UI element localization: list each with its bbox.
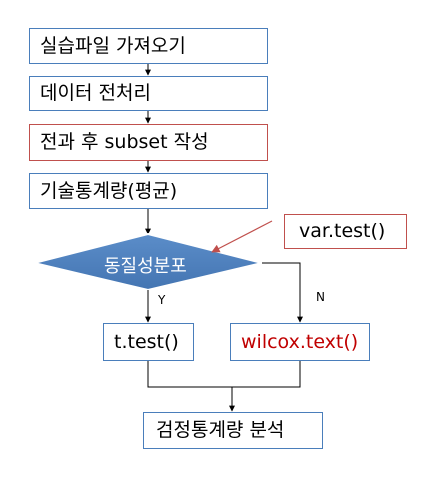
- result-wilcox-label: wilcox.text(): [241, 330, 359, 353]
- step-subset: 전과 후 subset 작성: [29, 124, 268, 161]
- step-preprocess-label: 데이터 전처리: [40, 82, 151, 104]
- final-test-statistic-label: 검정통계량 분석: [156, 419, 285, 441]
- result-t-test: t.test(): [103, 323, 194, 361]
- connector-yes-merge: [147, 361, 232, 388]
- yes-branch-label: Y: [158, 293, 166, 307]
- connector-no-merge: [232, 361, 301, 388]
- annotation-var-test: var.test(): [284, 214, 407, 249]
- no-branch-label: N: [316, 290, 325, 304]
- annotation-var-test-label: var.test(): [299, 220, 386, 242]
- decision-label: 동질성분포: [104, 256, 187, 277]
- result-wilcox: wilcox.text(): [230, 323, 370, 361]
- final-test-statistic: 검정통계량 분석: [143, 412, 323, 449]
- step-subset-label: 전과 후 subset 작성: [40, 131, 209, 153]
- result-t-test-label: t.test(): [114, 330, 179, 353]
- step-descriptive-stats: 기술통계량(평균): [29, 173, 268, 209]
- step-import-file-label: 실습파일 가져오기: [40, 34, 186, 57]
- step-descriptive-stats-label: 기술통계량(평균): [40, 179, 178, 202]
- annotation-arrow: [211, 220, 273, 253]
- step-import-file: 실습파일 가져오기: [29, 28, 268, 64]
- step-preprocess: 데이터 전처리: [29, 76, 268, 111]
- connector-no-branch: [262, 262, 303, 323]
